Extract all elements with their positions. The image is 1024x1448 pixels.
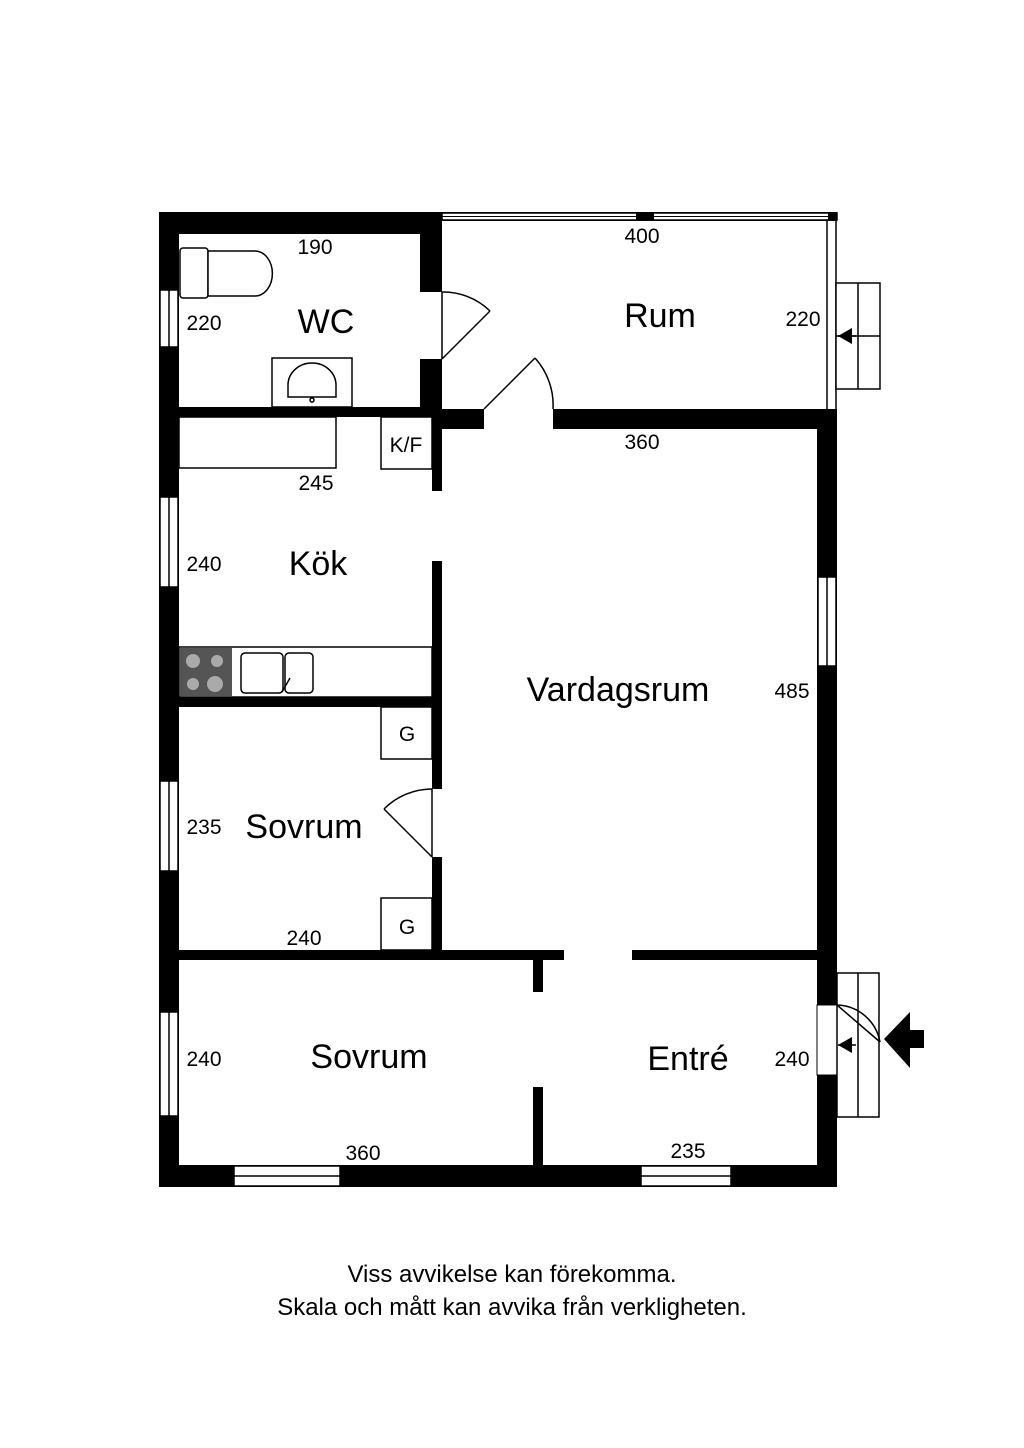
stove-icon bbox=[180, 648, 232, 696]
dim-rum-width: 400 bbox=[624, 225, 659, 248]
disclaimer-line-2: Skala och mått kan avvika från verklighe… bbox=[277, 1294, 747, 1321]
doors bbox=[383, 291, 554, 858]
room-label-vardagsrum: Vardagsrum bbox=[527, 671, 710, 709]
windows-left bbox=[159, 289, 179, 1117]
window-vardagsrum-right bbox=[817, 576, 837, 667]
dim-kok-width: 245 bbox=[298, 472, 333, 495]
room-label-kok: Kök bbox=[289, 545, 349, 583]
sink-icon bbox=[271, 357, 353, 408]
wardrobe-top: G bbox=[380, 706, 433, 760]
rum-right-wall bbox=[826, 220, 881, 410]
kitchen-counter-top bbox=[178, 416, 337, 469]
wardrobe-bottom: G bbox=[380, 897, 433, 951]
interior-walls bbox=[179, 234, 837, 1165]
dim-sovrum-large-height: 240 bbox=[186, 1048, 221, 1071]
dim-kok-height: 240 bbox=[186, 553, 221, 576]
dim-sovrum-small-width: 240 bbox=[286, 927, 321, 950]
dim-rum-height: 220 bbox=[785, 308, 820, 331]
arrow-icon bbox=[838, 328, 856, 344]
dim-sovrum-large-width: 360 bbox=[345, 1142, 380, 1165]
fridge-freezer: K/F bbox=[380, 416, 433, 470]
dim-sovrum-small-height: 235 bbox=[186, 816, 221, 839]
wardrobe-top-label: G bbox=[399, 723, 415, 746]
room-label-rum: Rum bbox=[624, 297, 696, 335]
arrow-icon bbox=[838, 1037, 856, 1053]
disclaimer-line-1: Viss avvikelse kan förekomma. bbox=[347, 1261, 677, 1288]
kitchen-sink-icon bbox=[240, 652, 314, 694]
room-label-sovrum-small: Sovrum bbox=[245, 808, 362, 846]
dim-vardagsrum-height: 485 bbox=[774, 680, 809, 703]
room-label-entre: Entré bbox=[647, 1040, 728, 1078]
room-label-sovrum-large: Sovrum bbox=[310, 1038, 427, 1076]
entrance-arrow-icon bbox=[884, 1012, 924, 1068]
fridge-freezer-label: K/F bbox=[390, 434, 423, 457]
dim-entre-height: 240 bbox=[774, 1048, 809, 1071]
room-label-wc: WC bbox=[298, 303, 355, 341]
dim-entre-width: 235 bbox=[670, 1140, 705, 1163]
dim-hall-width: 360 bbox=[624, 431, 659, 454]
wardrobe-bottom-label: G bbox=[399, 916, 415, 939]
window-rum-top bbox=[441, 212, 838, 221]
dim-wc-width: 190 bbox=[297, 236, 332, 259]
toilet-icon bbox=[179, 247, 274, 299]
windows-bottom bbox=[233, 1165, 732, 1187]
dim-wc-height: 220 bbox=[186, 312, 221, 335]
